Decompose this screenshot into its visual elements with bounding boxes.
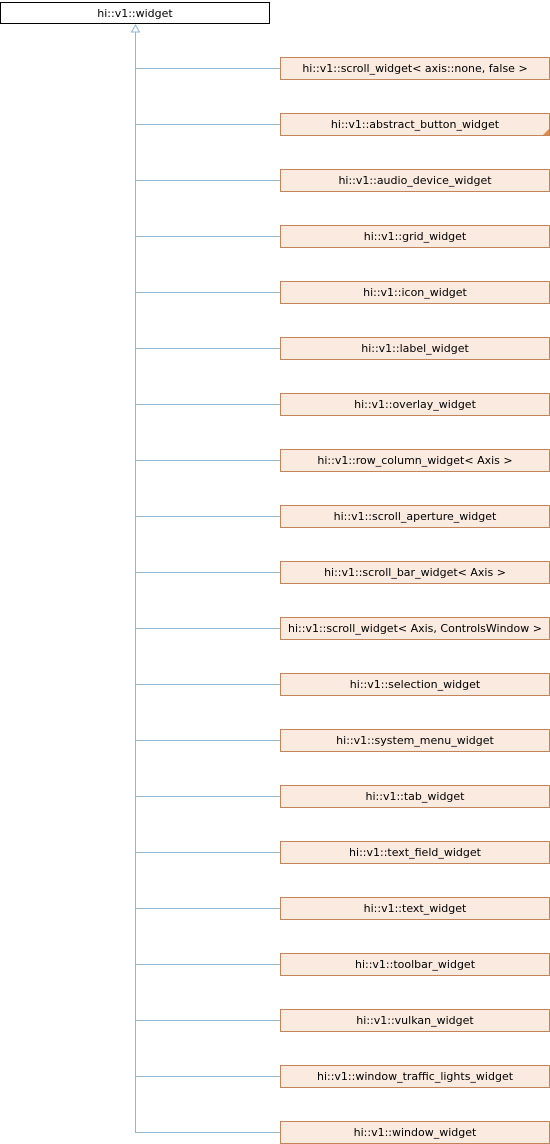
- derived-class-node[interactable]: hi::v1::text_widget: [280, 897, 550, 920]
- derived-class-label: hi::v1::row_column_widget< Axis >: [317, 454, 513, 467]
- derived-class-node[interactable]: hi::v1::abstract_button_widget: [280, 113, 550, 136]
- derived-class-node[interactable]: hi::v1::system_menu_widget: [280, 729, 550, 752]
- derived-class-label: hi::v1::label_widget: [361, 342, 469, 355]
- derived-class-node[interactable]: hi::v1::scroll_widget< axis::none, false…: [280, 57, 550, 80]
- derived-class-label: hi::v1::toolbar_widget: [354, 958, 476, 971]
- derived-class-label: hi::v1::scroll_widget< Axis, ControlsWin…: [288, 622, 542, 635]
- derived-class-node[interactable]: hi::v1::window_widget: [280, 1121, 550, 1144]
- derived-class-node[interactable]: hi::v1::toolbar_widget: [280, 953, 550, 976]
- base-class-label: hi::v1::widget: [97, 6, 173, 20]
- derived-class-label: hi::v1::overlay_widget: [354, 398, 476, 411]
- derived-class-label: hi::v1::vulkan_widget: [356, 1014, 474, 1027]
- derived-class-label: hi::v1::window_widget: [353, 1126, 477, 1139]
- derived-class-node[interactable]: hi::v1::label_widget: [280, 337, 550, 360]
- derived-class-label: hi::v1::selection_widget: [349, 678, 481, 691]
- derived-class-label: hi::v1::window_traffic_lights_widget: [316, 1070, 514, 1083]
- derived-class-node[interactable]: hi::v1::scroll_bar_widget< Axis >: [280, 561, 550, 584]
- derived-class-node[interactable]: hi::v1::selection_widget: [280, 673, 550, 696]
- derived-class-node[interactable]: hi::v1::row_column_widget< Axis >: [280, 449, 550, 472]
- derived-class-node[interactable]: hi::v1::scroll_widget< Axis, ControlsWin…: [280, 617, 550, 640]
- derived-class-node[interactable]: hi::v1::window_traffic_lights_widget: [280, 1065, 550, 1088]
- derived-class-node[interactable]: hi::v1::icon_widget: [280, 281, 550, 304]
- derived-class-node[interactable]: hi::v1::vulkan_widget: [280, 1009, 550, 1032]
- derived-class-label: hi::v1::text_widget: [363, 902, 467, 915]
- derived-class-node[interactable]: hi::v1::text_field_widget: [280, 841, 550, 864]
- derived-class-label: hi::v1::text_field_widget: [349, 846, 481, 859]
- inheritance-arrowhead: [130, 23, 141, 33]
- derived-class-node[interactable]: hi::v1::audio_device_widget: [280, 169, 550, 192]
- base-class-node[interactable]: hi::v1::widget: [0, 2, 270, 24]
- derived-class-node[interactable]: hi::v1::overlay_widget: [280, 393, 550, 416]
- derived-class-label: hi::v1::system_menu_widget: [336, 734, 494, 747]
- derived-class-node[interactable]: hi::v1::grid_widget: [280, 225, 550, 248]
- derived-class-node[interactable]: hi::v1::scroll_aperture_widget: [280, 505, 550, 528]
- derived-class-label: hi::v1::abstract_button_widget: [330, 118, 500, 131]
- derived-class-label: hi::v1::icon_widget: [363, 286, 467, 299]
- derived-class-node[interactable]: hi::v1::tab_widget: [280, 785, 550, 808]
- derived-class-label: hi::v1::audio_device_widget: [338, 174, 492, 187]
- derived-class-label: hi::v1::scroll_widget< axis::none, false…: [302, 62, 528, 75]
- derived-class-label: hi::v1::scroll_bar_widget< Axis >: [324, 566, 506, 579]
- derived-class-label: hi::v1::tab_widget: [365, 790, 465, 803]
- derived-class-label: hi::v1::scroll_aperture_widget: [333, 510, 497, 523]
- derived-class-label: hi::v1::grid_widget: [363, 230, 467, 243]
- more-children-marker: [543, 129, 549, 135]
